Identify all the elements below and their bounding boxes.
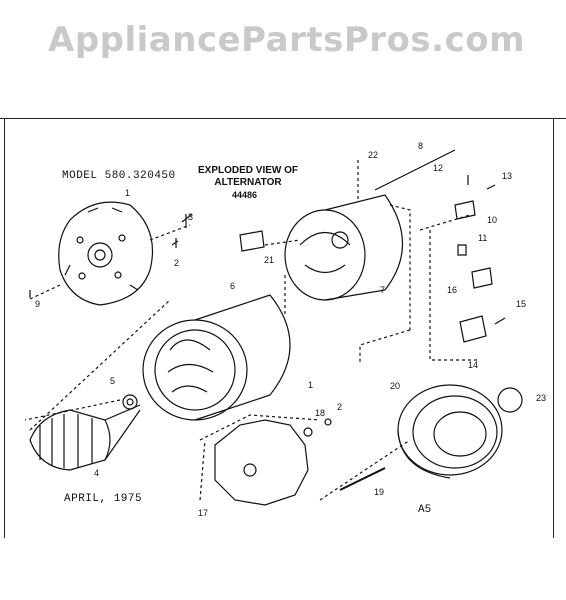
date-label: APRIL, 1975: [64, 493, 143, 505]
callout-11: 11: [478, 233, 488, 243]
callout-23: 23: [536, 393, 547, 403]
title-line-1: EXPLODED VIEW OF: [198, 165, 299, 176]
housing-part: [284, 194, 403, 301]
callout-1: 1: [125, 188, 131, 198]
end-bell-part: [58, 201, 154, 306]
callout-15: 15: [516, 299, 527, 309]
callout-2-lower: 2: [337, 402, 343, 412]
model-label: MODEL 580.320450: [62, 170, 176, 182]
cover-part: [497, 387, 523, 413]
callout-16: 16: [447, 285, 458, 295]
callout-3: 3: [188, 212, 194, 222]
callout-21: 21: [264, 255, 275, 265]
regulator-part-10: [454, 200, 476, 220]
diagram-frame: [0, 118, 566, 539]
regulator-part-14: [459, 315, 487, 343]
frame-right-edge: [553, 118, 554, 538]
callout-19: 19: [374, 487, 385, 497]
diagram-title: EXPLODED VIEW OF ALTERNATOR: [198, 165, 298, 189]
callout-4: 4: [94, 468, 100, 478]
frame-left-edge: [4, 118, 5, 538]
callout-7: 7: [380, 285, 386, 295]
pulley-part: [397, 384, 503, 479]
part-number: 44486: [232, 190, 258, 200]
callout-17: 17: [198, 508, 209, 518]
callout-9: 9: [35, 299, 41, 309]
callout-6: 6: [230, 281, 236, 291]
callout-18: 18: [315, 408, 326, 418]
callout-8: 8: [418, 141, 424, 151]
regulator-part-16: [471, 267, 493, 289]
watermark-logo: AppliancePartsPros.com: [48, 20, 526, 60]
callout-5: 5: [110, 376, 116, 386]
rotor-part: [29, 394, 141, 471]
callout-13: 13: [502, 171, 513, 181]
title-line-2: ALTERNATOR: [214, 177, 282, 188]
regulator-part-11: [457, 244, 467, 256]
callout-1-lower: 1: [308, 380, 314, 390]
stator-housing-part: [142, 294, 291, 421]
page-code: A5: [418, 504, 432, 516]
brush-bracket-part: [239, 230, 265, 252]
fan-part: [199, 414, 321, 506]
callout-2: 2: [174, 258, 180, 268]
callout-20: 20: [390, 381, 401, 391]
callout-12: 12: [433, 163, 444, 173]
callout-14: 14: [468, 360, 479, 370]
callout-22: 22: [368, 150, 379, 160]
callout-10: 10: [487, 215, 498, 225]
